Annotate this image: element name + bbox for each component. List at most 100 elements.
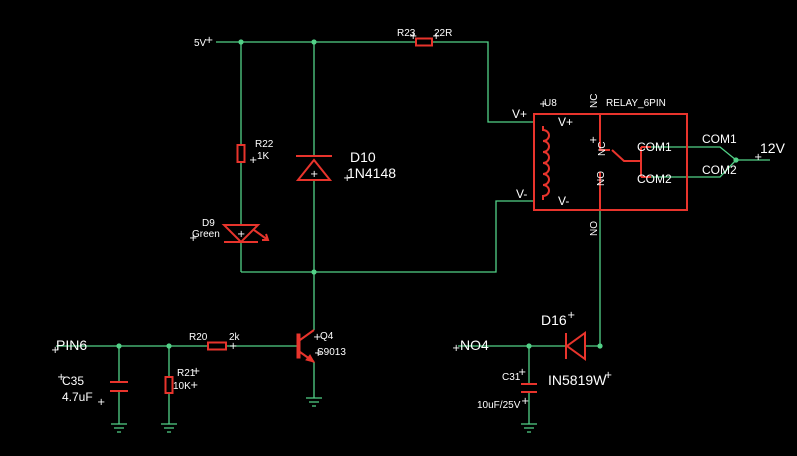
- origin-marker: +: [409, 31, 417, 42]
- origin-marker: +: [518, 367, 526, 378]
- q4-emitter-arrow: [305, 354, 316, 363]
- r21-value: 10K: [173, 381, 191, 392]
- junction-dot: [166, 343, 172, 349]
- origin-marker: +: [237, 229, 245, 240]
- junction-dot: [311, 269, 317, 275]
- u8-switch-arm: [611, 149, 641, 162]
- r20-ref: R20: [189, 332, 208, 343]
- capacitor-c35[interactable]: C35 4.7uF: [62, 374, 128, 404]
- r22-ref: R22: [255, 139, 274, 150]
- origin-marker: +: [313, 332, 321, 343]
- origin-marker: +: [314, 348, 322, 359]
- u8-pin-no-outer: NO: [589, 221, 600, 236]
- origin-marker: +: [343, 173, 351, 184]
- u8-pin-nc-outer: NC: [589, 94, 600, 108]
- origin-marker: +: [604, 370, 612, 381]
- junction-dot: [526, 343, 532, 349]
- transistor-q4[interactable]: Q4 S9013: [296, 329, 346, 363]
- wires: [56, 41, 770, 424]
- r21-ref: R21: [177, 368, 196, 379]
- u8-pin-com1-inner: COM1: [637, 140, 672, 154]
- relay-u8[interactable]: U8 RELAY_6PIN V+ V+ V- V- NC NC NO NO CO…: [512, 94, 737, 236]
- resistor-r22[interactable]: R22 1K: [236, 139, 274, 163]
- u8-pin-com2-inner: COM2: [637, 172, 672, 186]
- d9-light-arrow: [253, 229, 270, 241]
- capacitor-c31[interactable]: C31 10uF/25V: [477, 372, 537, 411]
- origin-markers: + + + + + + + + + + + + + + + + + + + + …: [51, 31, 762, 408]
- q4-ref: Q4: [320, 331, 334, 342]
- origin-marker: +: [190, 380, 198, 391]
- u8-pin-com1-outer: COM1: [702, 132, 737, 146]
- origin-marker: +: [51, 345, 59, 356]
- r23-ref: R23: [397, 28, 416, 39]
- wire-5v-rail: [216, 41, 534, 123]
- r21-body: [164, 376, 174, 394]
- junction-dot: [238, 39, 244, 45]
- origin-marker: +: [452, 343, 460, 354]
- ground-symbol: [521, 423, 537, 433]
- origin-marker: +: [310, 169, 318, 180]
- r23-value: 22R: [434, 28, 452, 39]
- r22-body: [236, 144, 246, 163]
- origin-marker: +: [229, 341, 237, 352]
- u8-pin-vminus-outer: V-: [516, 187, 527, 201]
- junction-dot: [733, 157, 739, 163]
- junctions: [116, 39, 739, 349]
- wire-com2: [651, 159, 770, 178]
- d9-value: Green: [192, 229, 220, 240]
- origin-marker: +: [97, 397, 105, 408]
- u8-value: RELAY_6PIN: [606, 98, 666, 109]
- c31-value: 10uF/25V: [477, 400, 521, 411]
- net-pin6-label: PIN6: [56, 337, 87, 353]
- wire-com1: [651, 146, 737, 161]
- origin-marker: +: [249, 155, 257, 166]
- ground-symbol: [161, 423, 177, 433]
- diode-d10[interactable]: D10 1N4148: [295, 149, 396, 181]
- grounds: [111, 397, 537, 433]
- net-5v-label: 5V: [194, 38, 207, 49]
- origin-marker: +: [432, 31, 440, 42]
- d16-value: IN5819W: [548, 372, 607, 388]
- net-no4-label: NO4: [460, 337, 489, 353]
- d10-triangle: [295, 158, 333, 181]
- diode-d16[interactable]: D16 IN5819W: [541, 312, 607, 388]
- origin-marker: +: [192, 366, 200, 377]
- q4-value: S9013: [317, 347, 346, 358]
- u8-pin-vplus-inner: V+: [558, 115, 573, 129]
- junction-dot: [116, 343, 122, 349]
- c31-ref: C31: [502, 372, 521, 383]
- origin-marker: +: [567, 310, 575, 321]
- q4-collector: [299, 329, 315, 341]
- r22-value: 1K: [257, 151, 270, 162]
- junction-dot: [311, 39, 317, 45]
- u8-pin-vplus-outer: V+: [512, 107, 527, 121]
- origin-marker: +: [539, 99, 547, 110]
- d16-ref: D16: [541, 312, 567, 328]
- wire-collector-rail: [241, 200, 534, 273]
- origin-marker: +: [189, 233, 197, 244]
- d10-ref: D10: [350, 149, 376, 165]
- d9-triangle: [221, 224, 261, 244]
- origin-marker: +: [205, 35, 213, 46]
- c35-value: 4.7uF: [62, 390, 93, 404]
- r20-body: [207, 341, 227, 351]
- origin-marker: +: [589, 135, 597, 146]
- junction-dot: [597, 343, 603, 349]
- r23-body: [415, 37, 433, 47]
- led-d9[interactable]: D9 Green: [192, 218, 270, 244]
- u8-pin-nc-inner: NC: [597, 142, 608, 156]
- u8-coil: [542, 126, 550, 200]
- u8-com-bar: [640, 146, 651, 178]
- resistor-r21[interactable]: R21 10K: [164, 368, 196, 394]
- ground-symbol: [306, 397, 322, 407]
- u8-body: [533, 113, 688, 211]
- u8-pin-no-inner: NO: [596, 171, 607, 186]
- resistor-r23[interactable]: R23 22R: [397, 28, 452, 47]
- u8-pin-com2-outer: COM2: [702, 163, 737, 177]
- d9-ref: D9: [202, 218, 215, 229]
- c35-plates: [110, 381, 128, 392]
- origin-marker: +: [754, 152, 762, 163]
- resistor-r20[interactable]: R20 2k: [189, 332, 241, 351]
- origin-marker: +: [57, 372, 65, 383]
